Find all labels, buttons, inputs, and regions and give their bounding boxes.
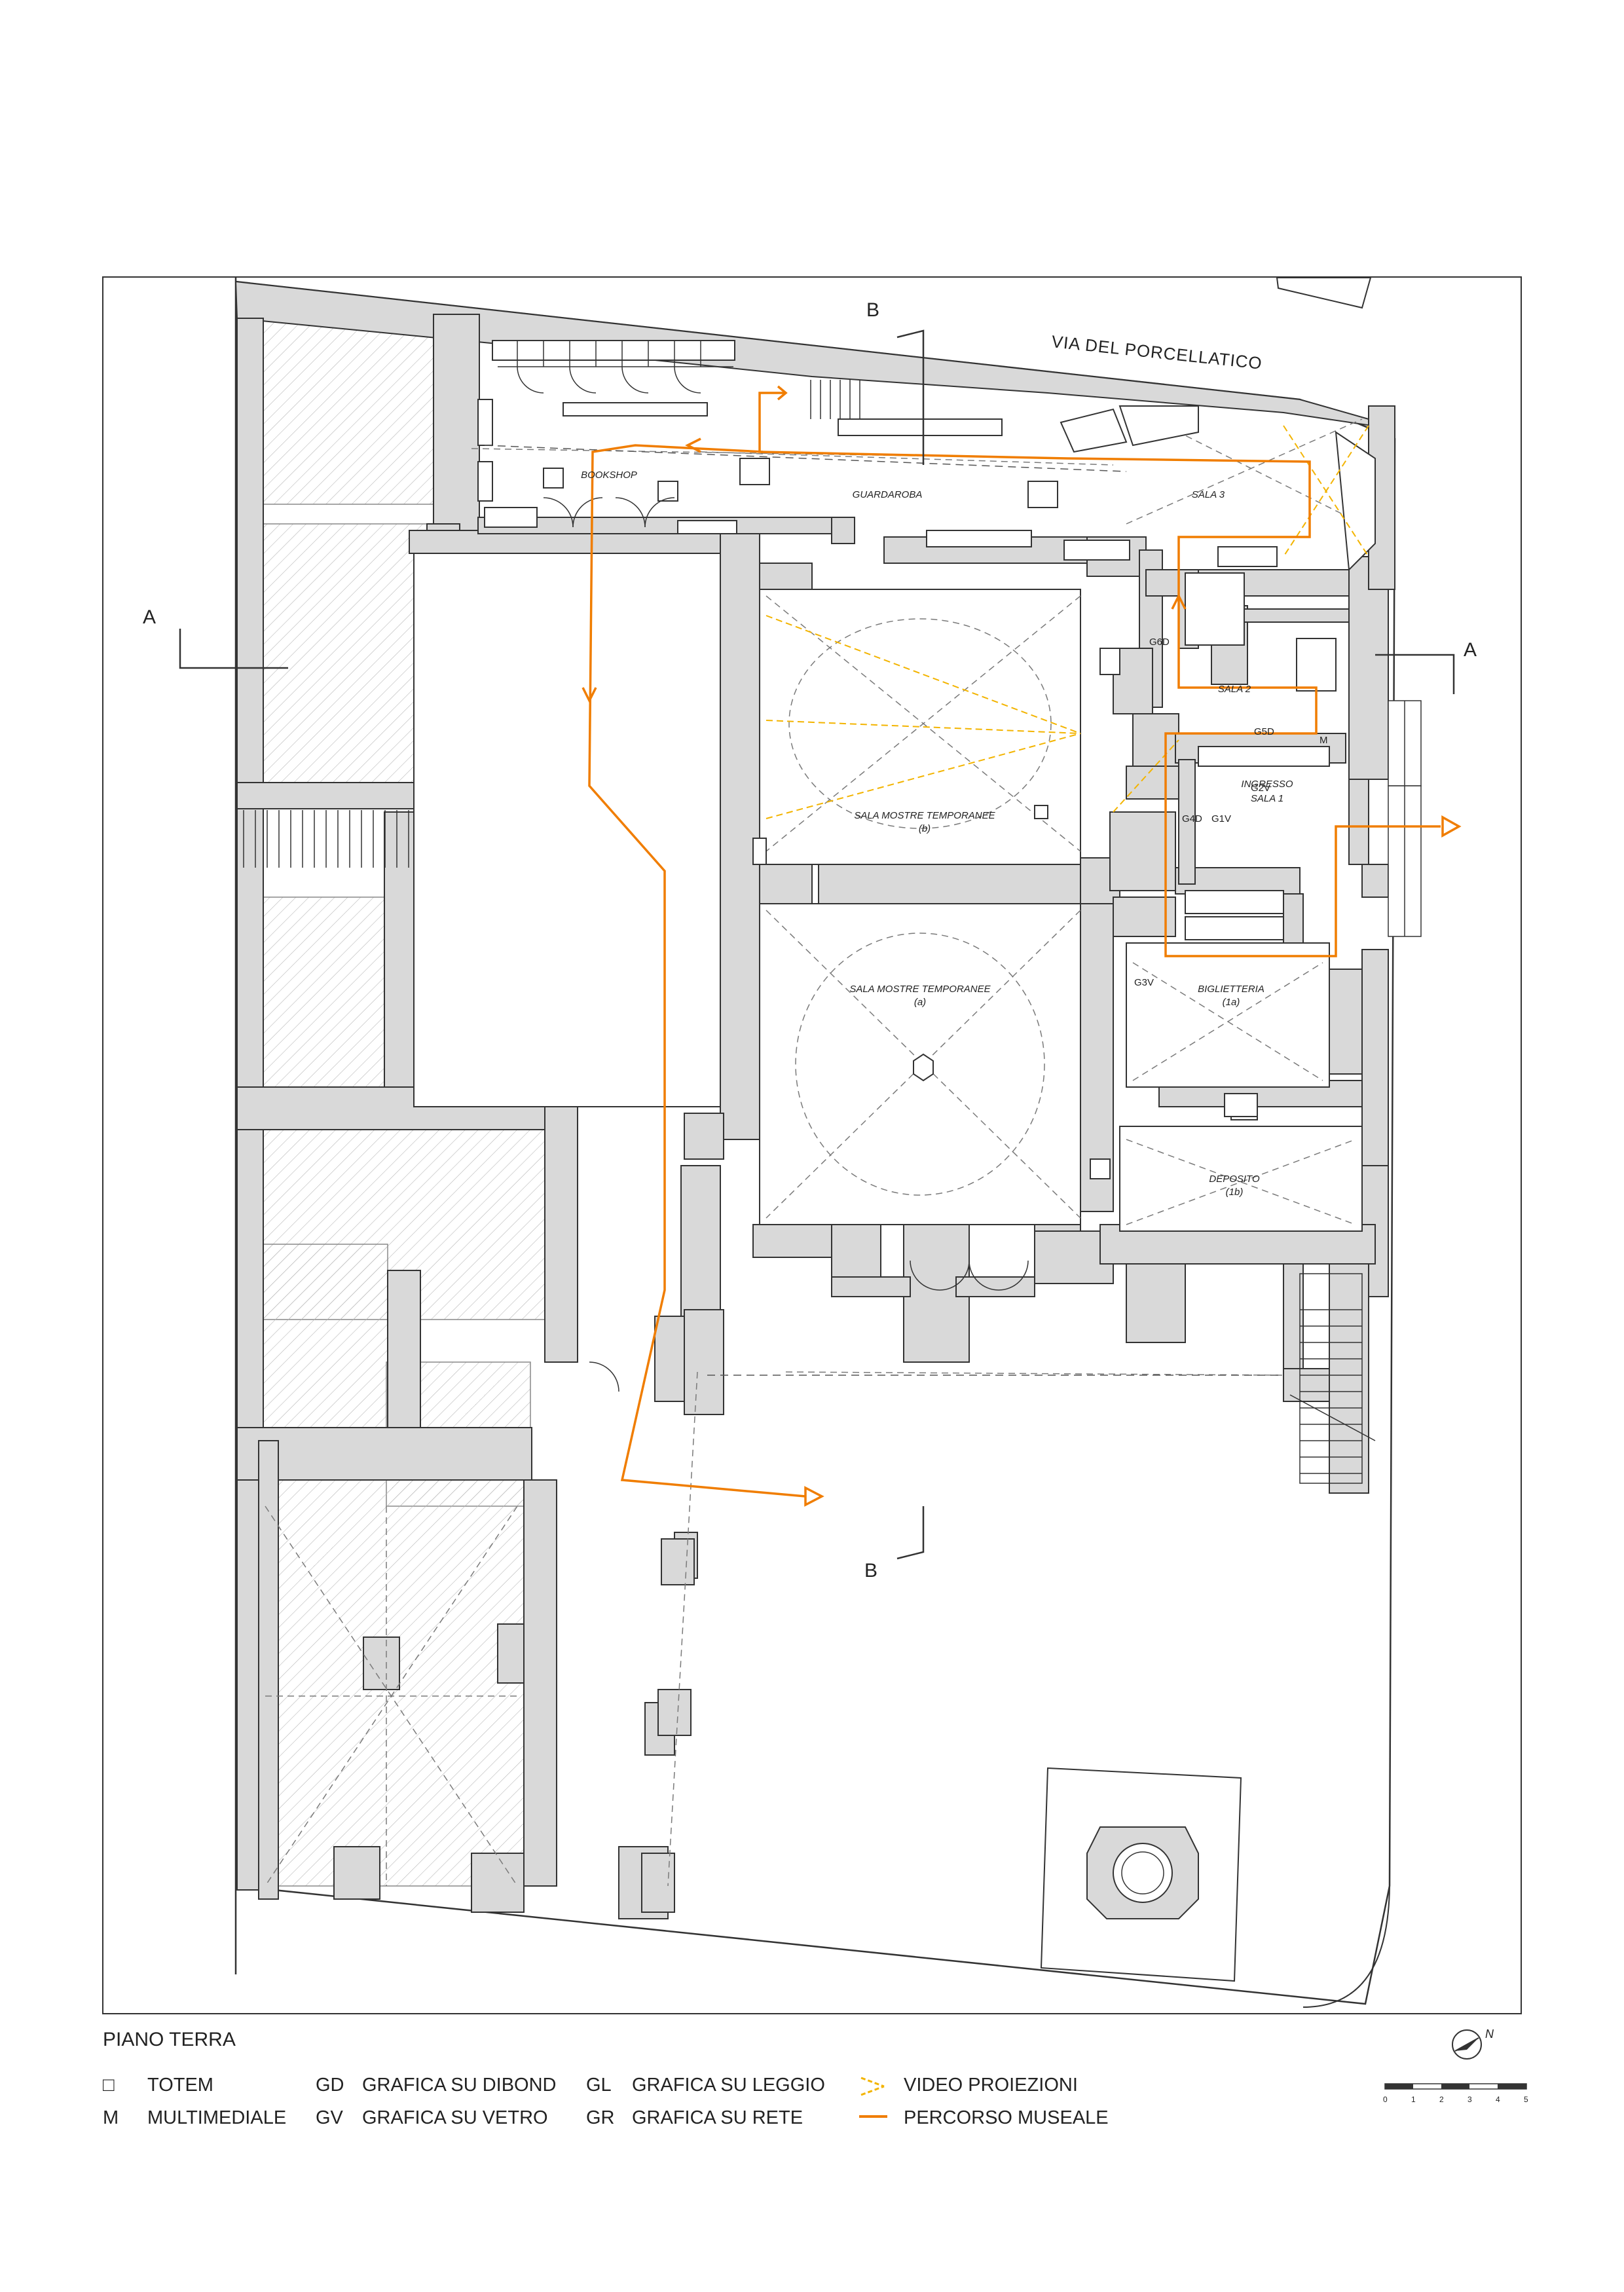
room-sala-b-l1: SALA MOSTRE TEMPORANEE [854, 810, 995, 821]
scale-3: 3 [1467, 2095, 1472, 2104]
section-a-right: A [1464, 639, 1477, 661]
scale-1: 1 [1411, 2095, 1416, 2104]
video-projections [766, 425, 1369, 819]
code-g5d: G5D [1254, 726, 1274, 737]
room-bookshop: BOOKSHOP [581, 470, 637, 481]
legend-totem-label: TOTEM [147, 2075, 213, 2096]
code-g2v: G2V [1251, 783, 1270, 794]
room-biglietteria-l1: BIGLIETTERIA [1198, 984, 1264, 995]
graphic-scale [1384, 2083, 1527, 2090]
bookshop-shelves [498, 341, 1029, 1392]
room-deposito-l1: DEPOSITO [1209, 1174, 1260, 1185]
room-biglietteria-l2: (1a) [1223, 997, 1240, 1008]
code-g4d: G4D [1182, 813, 1202, 824]
room-ingresso-l2: SALA 1 [1251, 793, 1283, 804]
north-arrow-icon [1452, 2029, 1482, 2060]
site-curve [1302, 1885, 1390, 2008]
vault-lines [265, 405, 1363, 1887]
legend-m-key: M [103, 2107, 119, 2128]
room-sala2: SALA 2 [1218, 684, 1251, 695]
legend-gr-label: GRAFICA SU RETE [632, 2107, 803, 2128]
code-g6d: G6D [1149, 637, 1170, 648]
museum-path-icon [859, 2115, 887, 2118]
code-m: M [1320, 735, 1328, 746]
room-sala-a-l1: SALA MOSTRE TEMPORANEE [849, 984, 991, 995]
section-b-bottom: B [864, 1560, 877, 1581]
furniture [477, 340, 1376, 1179]
scale-2: 2 [1439, 2095, 1444, 2104]
guide-lines [484, 445, 1283, 1376]
legend-totem-key: □ [103, 2075, 115, 2096]
staircases [243, 380, 1376, 1484]
floor-title: PIANO TERRA [103, 2029, 236, 2050]
monument [1040, 1767, 1242, 1982]
legend-path-label: PERCORSO MUSEALE [904, 2107, 1109, 2128]
code-g3v: G3V [1134, 977, 1154, 988]
legend-gv-label: GRAFICA SU VETRO [362, 2107, 548, 2128]
section-a-left: A [143, 606, 156, 628]
legend-m-label: MULTIMEDIALE [147, 2107, 287, 2128]
path-arrowheads [581, 385, 1462, 1507]
room-deposito-l2: (1b) [1226, 1187, 1244, 1198]
legend-gl-label: GRAFICA SU LEGGIO [632, 2075, 825, 2096]
section-b-top: B [866, 299, 879, 321]
code-g1v: G1V [1211, 813, 1231, 824]
scale-0: 0 [1383, 2095, 1388, 2104]
street-name: VIA DEL PORCELLATICO [1050, 331, 1263, 373]
scale-5: 5 [1524, 2095, 1528, 2104]
neighbour-building [1276, 277, 1372, 309]
north-label: N [1485, 2027, 1494, 2041]
room-guardaroba: GUARDAROBA [853, 489, 923, 500]
room-sala-b-l2: (b) [919, 823, 931, 834]
scale-4: 4 [1496, 2095, 1500, 2104]
room-sala3: SALA 3 [1192, 489, 1225, 500]
room-sala-a-l2: (a) [914, 997, 926, 1008]
drawing-frame [102, 276, 1522, 2014]
video-projection-icon [860, 2077, 885, 2096]
museum-path [588, 392, 1441, 1498]
room-ingresso-l1: INGRESSO [1241, 779, 1293, 790]
legend-gr-key: GR [586, 2107, 615, 2128]
rooms-fill [413, 553, 1363, 1232]
legend-gd-key: GD [316, 2075, 344, 2096]
legend-gv-key: GV [316, 2107, 343, 2128]
entrance-steps [1388, 700, 1422, 937]
legend-gd-label: GRAFICA SU DIBOND [362, 2075, 557, 2096]
legend-gl-key: GL [586, 2075, 612, 2096]
section-lines [179, 329, 1455, 1560]
legend-video-label: VIDEO PROIEZIONI [904, 2075, 1078, 2096]
